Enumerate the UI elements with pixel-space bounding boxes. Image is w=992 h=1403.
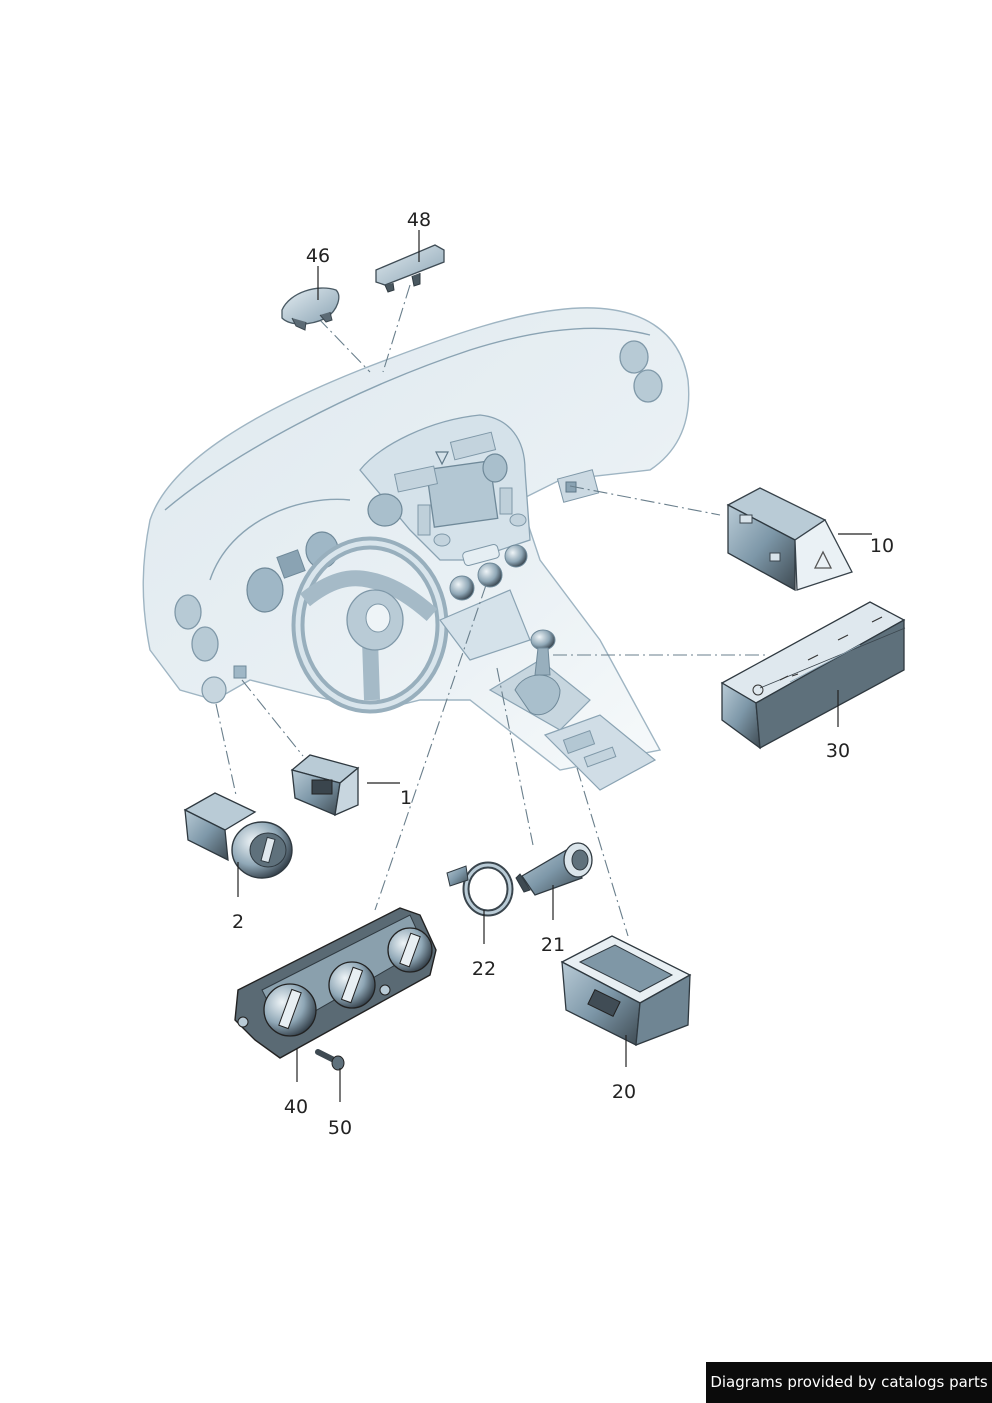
left-air-vent — [174, 594, 227, 704]
dash-light-switch-area — [233, 665, 247, 679]
right-air-vent — [619, 340, 663, 403]
part-20-storage-compartment — [560, 935, 692, 1047]
assignment-lines — [215, 284, 766, 937]
part-1-small-switch — [290, 754, 360, 817]
callout-46: 46 — [306, 245, 330, 267]
dash-right-switch — [556, 469, 600, 503]
center-stack — [359, 414, 531, 601]
footer-credit-banner: Diagrams provided by catalogs parts — [706, 1362, 992, 1403]
callout-30: 30 — [826, 740, 850, 762]
callout-leaders — [237, 230, 872, 1102]
callout-10: 10 — [870, 535, 894, 557]
callout-20: 20 — [612, 1081, 636, 1103]
footer-credit-text: Diagrams provided by catalogs parts — [710, 1373, 988, 1391]
callout-50: 50 — [328, 1117, 352, 1139]
part-46-switch-cap — [281, 287, 340, 331]
part-48-switch-trim — [375, 244, 445, 293]
part-21-ignition-lock — [515, 842, 593, 896]
callout-21: 21 — [541, 934, 565, 956]
part-50-screw — [315, 1049, 345, 1071]
callout-48: 48 — [407, 209, 431, 231]
dashboard-body — [142, 307, 690, 771]
part-10-hazard-switch — [726, 487, 853, 592]
part-2-headlight-switch — [183, 792, 293, 879]
part-40-climate-control — [234, 907, 437, 1059]
callout-1: 1 — [400, 787, 412, 809]
callout-2: 2 — [232, 911, 244, 933]
callout-40: 40 — [284, 1096, 308, 1118]
dashboard-illustration — [142, 307, 690, 791]
callout-labels: 46 48 10 30 1 2 22 21 20 40 50 — [232, 209, 894, 1139]
steering-wheel — [291, 536, 449, 714]
callout-22: 22 — [472, 958, 496, 980]
part-30-switch-panel — [720, 601, 906, 750]
part-22-ignition-ring — [446, 861, 514, 917]
center-console — [439, 589, 657, 791]
